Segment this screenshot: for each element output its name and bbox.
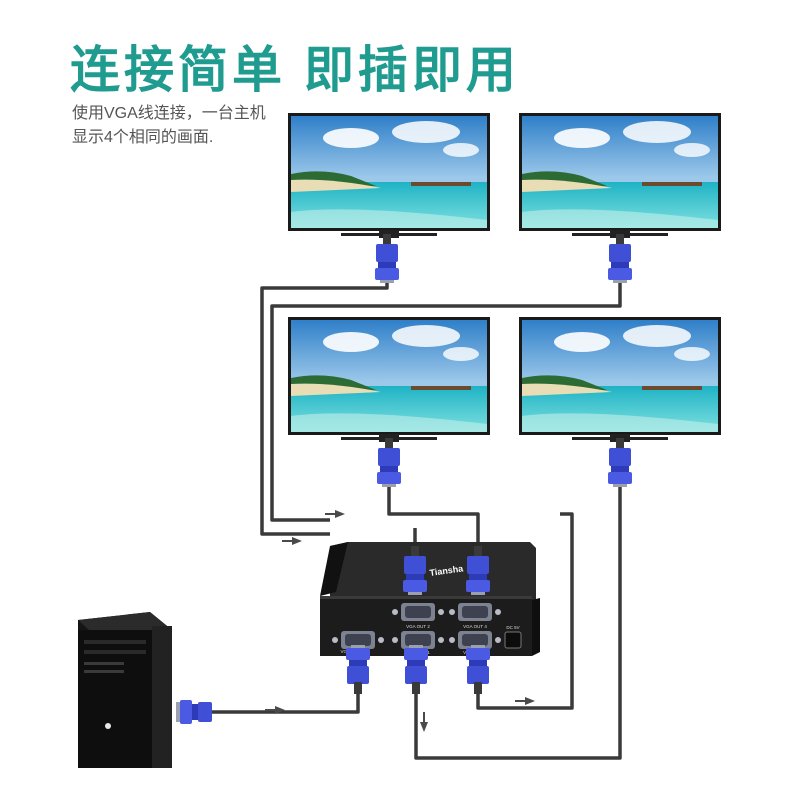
monitor-icon [519, 113, 721, 238]
arrow-icon [265, 706, 285, 714]
vga-connector-icon [608, 438, 632, 487]
headline: 连接简单 即插即用 [70, 42, 520, 98]
arrow-icon [325, 510, 345, 518]
vga-connector-icon [377, 438, 401, 487]
dc-jack [504, 631, 522, 649]
arrow-icon [515, 697, 535, 705]
monitor-icon [519, 317, 721, 442]
monitor-1 [288, 113, 490, 238]
arrow-icon [282, 537, 302, 545]
signal-arrows [265, 510, 535, 732]
cable-monitor-4 [414, 478, 622, 760]
monitor-icon [288, 113, 490, 238]
cable-out-right [476, 512, 574, 710]
vga-cables [204, 275, 622, 760]
label-vga-out-2: VGA OUT 2 [406, 624, 430, 629]
cable-pc-input [204, 690, 360, 714]
label-dc: DC 5V [506, 625, 519, 630]
power-button [105, 723, 111, 729]
pc-tower [78, 612, 172, 768]
monitor-icon [288, 317, 490, 442]
arrow-icon [420, 712, 428, 732]
vga-splitter: Tiansha VGA OUT 2 VGA OUT 4 VGA IN VGA O… [320, 542, 540, 656]
vga-connector-icon [404, 645, 428, 694]
cable-monitor-2 [270, 275, 622, 522]
brand-label: Tiansha [429, 563, 465, 578]
monitor-4 [519, 317, 721, 442]
vga-connector-icon [375, 234, 399, 283]
label-vga-out-4: VGA OUT 4 [463, 624, 487, 629]
vga-connector-icon [466, 645, 490, 694]
cable-monitor-1 [260, 275, 389, 536]
monitor-3 [288, 317, 490, 442]
monitor-2 [519, 113, 721, 238]
description: 使用VGA线连接，一台主机显示4个相同的画面. [72, 105, 266, 146]
vga-connector-icon [346, 645, 370, 694]
vga-connector-icon [176, 700, 212, 724]
vga-connector-icon [608, 234, 632, 283]
